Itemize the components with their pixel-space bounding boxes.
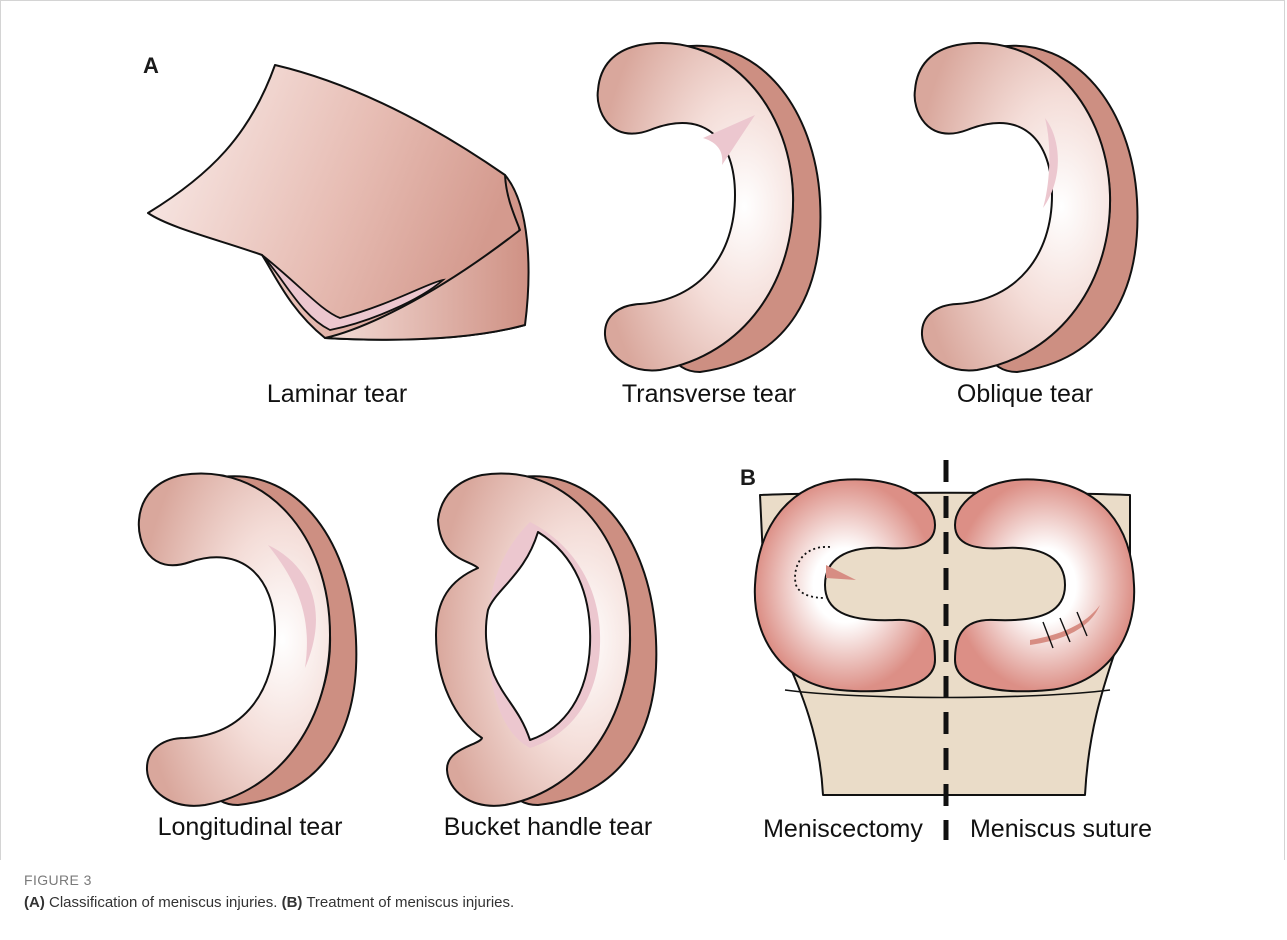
caption-a-tag: (A) <box>24 894 45 911</box>
figure-caption: FIGURE 3 (A) Classification of meniscus … <box>24 872 1264 912</box>
longitudinal-tear-label: Longitudinal tear <box>158 813 343 841</box>
panel-b-letter: B <box>740 465 756 490</box>
transverse-tear-label: Transverse tear <box>622 380 796 408</box>
treatment-illustration <box>755 460 1134 840</box>
meniscus-suture-label: Meniscus suture <box>970 815 1152 843</box>
bucket-handle-tear-illustration <box>436 473 656 805</box>
bucket-handle-tear-label: Bucket handle tear <box>444 813 652 841</box>
laminar-tear-illustration <box>148 65 528 340</box>
oblique-tear-label: Oblique tear <box>957 380 1093 408</box>
figure-illustration: A B Laminar tear Transverse tear Oblique… <box>0 0 1287 860</box>
meniscectomy-label: Meniscectomy <box>763 815 923 843</box>
panel-a-letter: A <box>143 53 159 78</box>
caption-b-tag: (B) <box>282 894 303 911</box>
figure-number: FIGURE 3 <box>24 872 1264 888</box>
transverse-tear-illustration <box>598 43 821 372</box>
caption-text: (A) Classification of meniscus injuries.… <box>24 894 514 911</box>
oblique-tear-illustration <box>915 43 1138 372</box>
caption-a-text: Classification of meniscus injuries. <box>45 894 282 911</box>
laminar-tear-label: Laminar tear <box>267 380 407 408</box>
caption-b-text: Treatment of meniscus injuries. <box>302 894 514 911</box>
longitudinal-tear-illustration <box>139 473 357 805</box>
